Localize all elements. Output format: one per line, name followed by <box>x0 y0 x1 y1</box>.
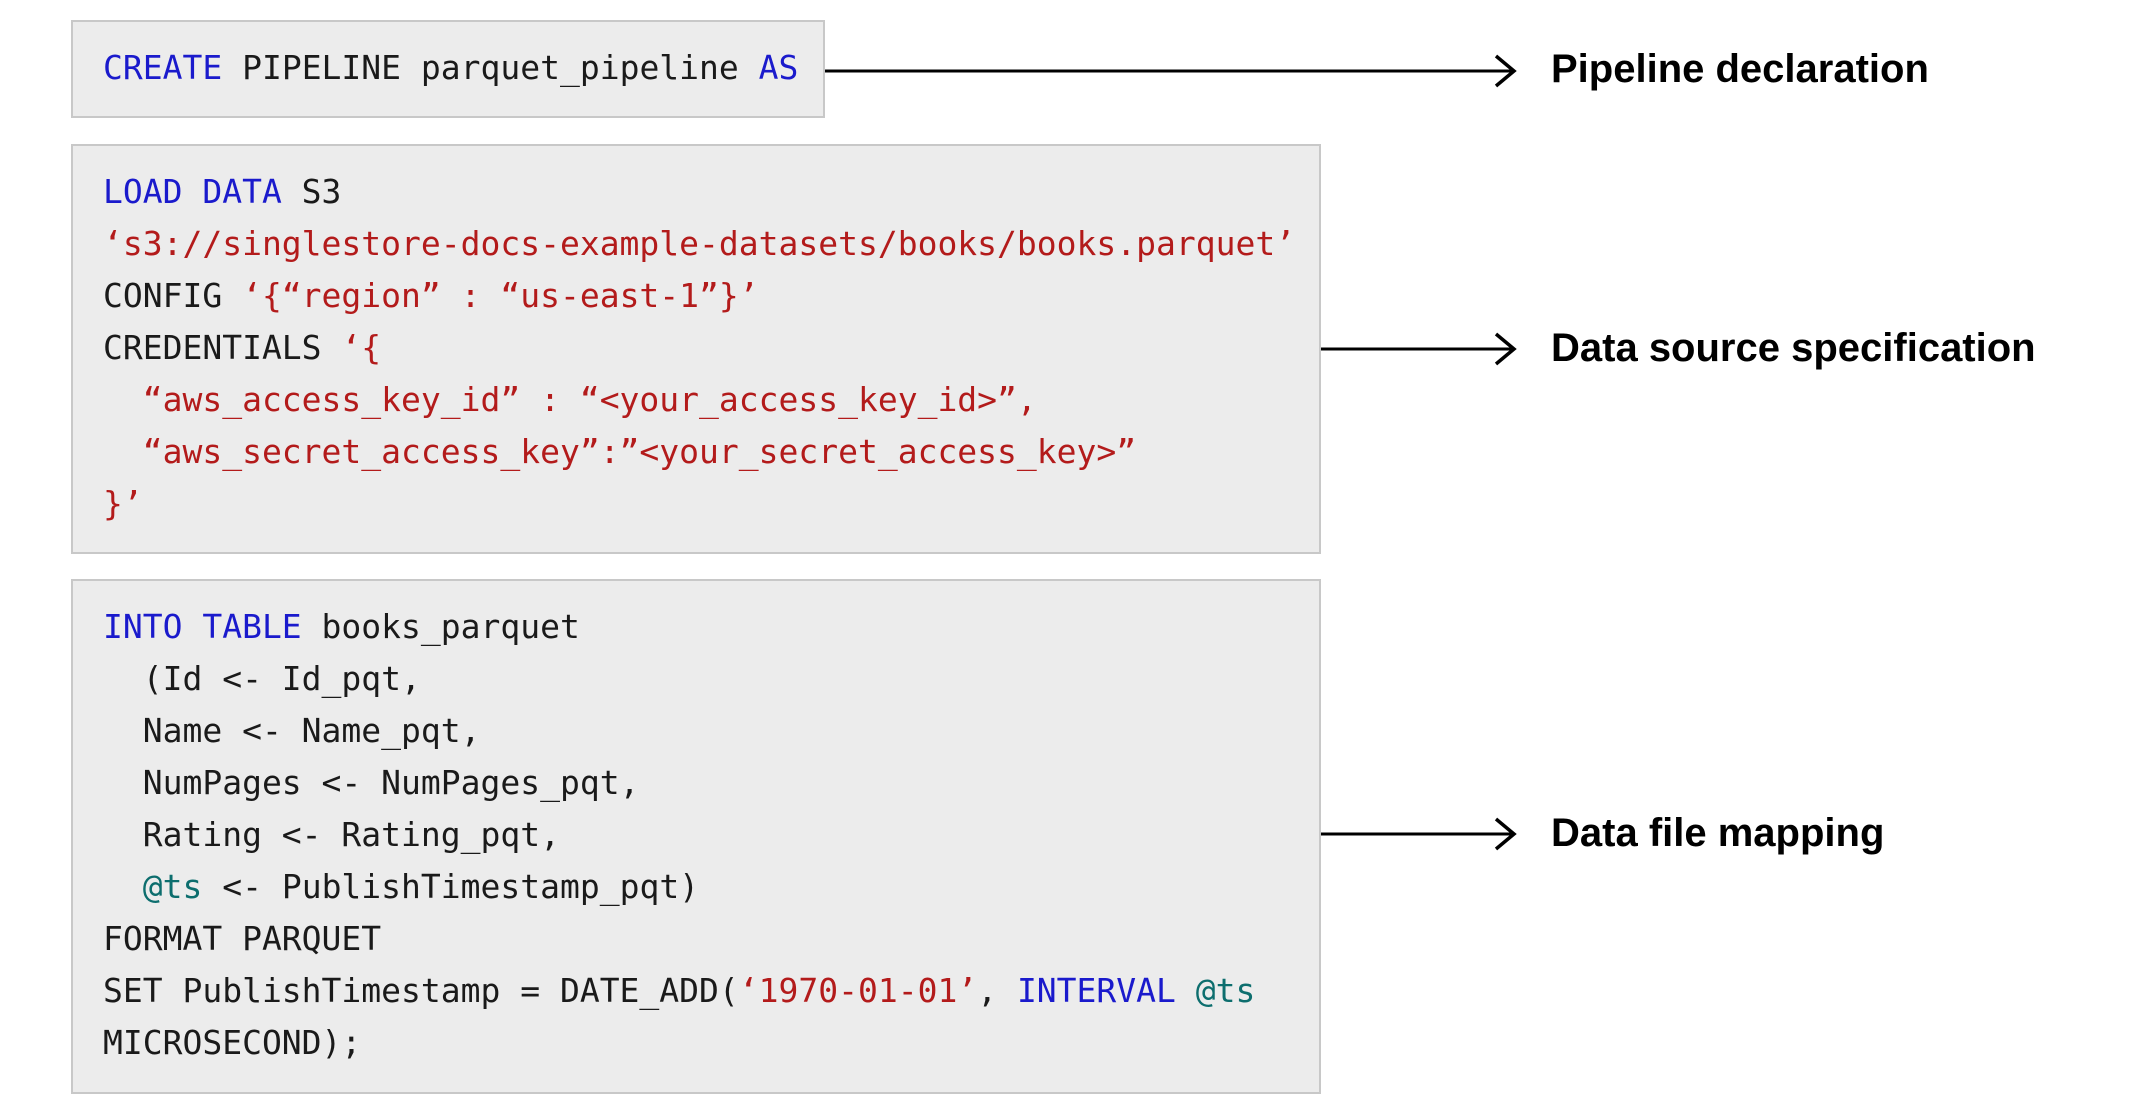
code-token: , <box>977 971 1017 1010</box>
code-line: CONFIG ‘{“region” : “us-east-1”}’ <box>103 270 1289 322</box>
code-token: NumPages <- NumPages_pqt, <box>103 763 640 802</box>
code-token: MICROSECOND); <box>103 1023 362 1062</box>
code-line: CREATE PIPELINE parquet_pipeline AS <box>103 42 798 94</box>
code-token: }’ <box>103 484 143 523</box>
code-line: FORMAT PARQUET <box>103 913 1289 965</box>
code-token: @ts <box>142 867 203 906</box>
code-line: (Id <- Id_pqt, <box>103 653 1289 705</box>
code-token: S3 <box>281 172 342 211</box>
code-line: ‘s3://singlestore-docs-example-datasets/… <box>103 218 1295 270</box>
code-token: SET PublishTimestamp = DATE_ADD( <box>103 971 739 1010</box>
code-line: }’ <box>103 478 1289 530</box>
code-token: “aws_secret_access_key”:”<your_secret_ac… <box>103 432 1137 471</box>
code-token: LOAD DATA <box>103 172 282 211</box>
pipeline-declaration-code: CREATE PIPELINE parquet_pipeline AS <box>71 20 825 118</box>
code-token: PIPELINE parquet_pipeline <box>222 48 759 87</box>
code-line: NumPages <- NumPages_pqt, <box>103 757 1289 809</box>
code-token: FORMAT PARQUET <box>103 919 382 958</box>
code-token: books_parquet <box>301 607 580 646</box>
code-token: ‘{“region” : “us-east-1”}’ <box>242 276 759 315</box>
data-mapping-label: Data file mapping <box>1551 811 1885 855</box>
code-line: SET PublishTimestamp = DATE_ADD(‘1970-01… <box>103 965 1289 1017</box>
code-token: Rating <- Rating_pqt, <box>103 815 560 854</box>
code-line: “aws_secret_access_key”:”<your_secret_ac… <box>103 426 1289 478</box>
code-token: INTERVAL <box>1016 971 1176 1010</box>
pipeline-declaration-label: Pipeline declaration <box>1551 47 1929 91</box>
mapping-arrow <box>1321 817 1517 851</box>
source-arrow <box>1321 332 1517 366</box>
code-token: INTO TABLE <box>103 607 302 646</box>
code-token: <- PublishTimestamp_pqt) <box>202 867 700 906</box>
code-token: (Id <- Id_pqt, <box>103 659 421 698</box>
data-mapping-code: INTO TABLE books_parquet (Id <- Id_pqt, … <box>71 579 1321 1094</box>
code-token: “aws_access_key_id” : “<your_access_key_… <box>103 380 1037 419</box>
code-token: CONFIG <box>103 276 243 315</box>
code-line: LOAD DATA S3 <box>103 166 1289 218</box>
code-token: Name <- Name_pqt, <box>103 711 481 750</box>
code-token: ‘{ <box>341 328 382 367</box>
code-line: CREDENTIALS ‘{ <box>103 322 1289 374</box>
code-token: CREDENTIALS <box>103 328 342 367</box>
data-source-code: LOAD DATA S3 ‘s3://singlestore-docs-examp… <box>71 144 1321 554</box>
code-token: @ts <box>1195 971 1256 1010</box>
code-line: Rating <- Rating_pqt, <box>103 809 1289 861</box>
code-token: ‘1970-01-01’ <box>738 971 978 1010</box>
code-line: MICROSECOND); <box>103 1017 1289 1069</box>
code-token: AS <box>758 48 799 87</box>
code-token: CREATE <box>103 48 223 87</box>
code-token: ‘s3://singlestore-docs-example-datasets/… <box>103 224 1296 263</box>
code-line: INTO TABLE books_parquet <box>103 601 1289 653</box>
code-line: @ts <- PublishTimestamp_pqt) <box>103 861 1289 913</box>
data-source-label: Data source specification <box>1551 326 2036 370</box>
code-line: “aws_access_key_id” : “<your_access_key_… <box>103 374 1289 426</box>
pipeline-arrow <box>825 54 1517 88</box>
code-line: Name <- Name_pqt, <box>103 705 1289 757</box>
